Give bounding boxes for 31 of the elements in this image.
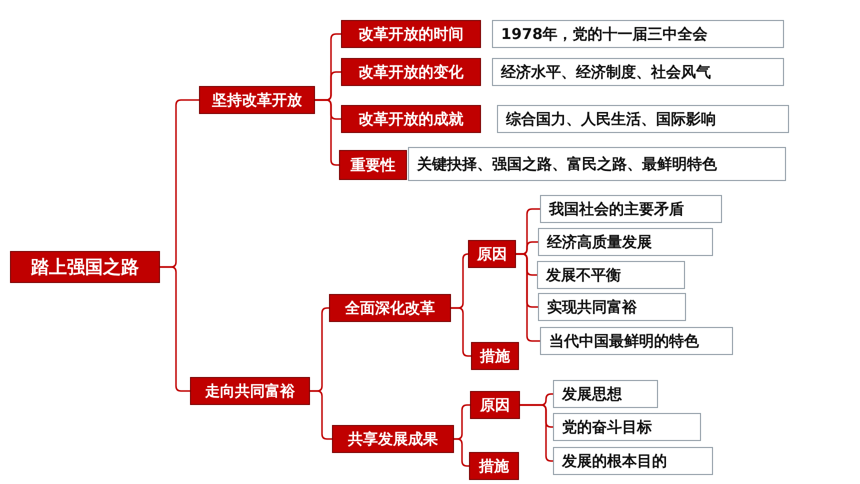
topic-box: 走向共同富裕: [190, 377, 310, 405]
bracket-connector: [454, 404, 470, 440]
content-box: 经济高质量发展: [538, 228, 713, 256]
content-box: 发展的根本目的: [553, 447, 713, 475]
topic-box: 踏上强国之路: [10, 251, 160, 283]
topic-box: 原因: [468, 240, 516, 268]
topic-box: 措施: [471, 342, 519, 370]
content-box: 当代中国最鲜明的特色: [540, 327, 733, 355]
bracket-connector: [520, 404, 553, 462]
topic-box: 重要性: [339, 150, 407, 180]
topic-box: 改革开放的时间: [341, 20, 481, 48]
topic-box: 全面深化改革: [329, 294, 451, 322]
topic-box: 改革开放的成就: [341, 105, 481, 133]
topic-box: 措施: [469, 452, 519, 480]
content-box: 发展不平衡: [537, 261, 685, 289]
content-box: 综合国力、人民生活、国际影响: [497, 105, 789, 133]
content-box: 经济水平、经济制度、社会风气: [492, 58, 784, 86]
content-box: 关键抉择、强国之路、富民之路、最鲜明特色: [408, 147, 786, 181]
topic-box: 改革开放的变化: [341, 58, 481, 86]
bracket-connector: [310, 390, 332, 440]
content-box: 实现共同富裕: [538, 293, 686, 321]
content-box: 党的奋斗目标: [553, 413, 701, 441]
content-box: 我国社会的主要矛盾: [540, 195, 722, 223]
content-box: 发展思想: [553, 380, 658, 408]
topic-box: 原因: [470, 391, 520, 419]
content-box: 1978年，党的十一届三中全会: [492, 20, 784, 48]
bracket-connector: [315, 99, 339, 166]
topic-box: 坚持改革开放: [199, 86, 315, 114]
topic-box: 共享发展成果: [332, 425, 454, 453]
bracket-connector: [451, 307, 471, 357]
bracket-connector: [454, 438, 469, 467]
